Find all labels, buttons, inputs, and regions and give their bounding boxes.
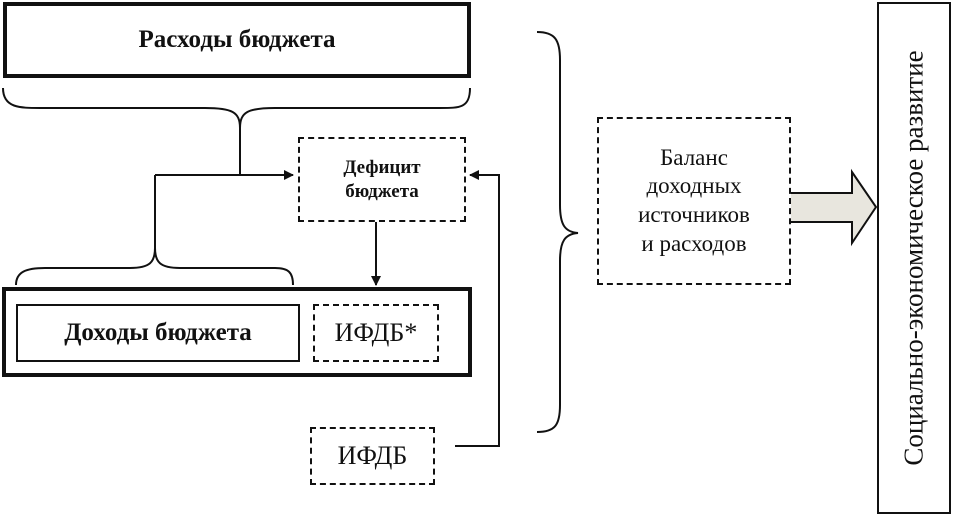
expenses-brace — [2, 87, 471, 129]
revenue-box: Доходы бюджета — [16, 304, 300, 362]
balance-line: и расходов — [641, 230, 747, 256]
deficit-box: Дефицит бюджета — [298, 137, 466, 222]
deficit-line1: Дефицит — [343, 156, 421, 178]
revenue-brace — [15, 247, 294, 286]
result-label: Социально-экономическое развитие — [898, 50, 929, 466]
expenses-box: Расходы бюджета — [3, 2, 471, 78]
balance-brace — [536, 31, 579, 433]
ifdb-box: ИФДБ — [310, 427, 435, 485]
result-box: Социально-экономическое развитие — [877, 2, 951, 514]
balance-line: источников — [638, 202, 750, 227]
ifdb-star-box: ИФДБ* — [313, 304, 439, 362]
expenses-label: Расходы бюджета — [138, 26, 336, 53]
fat-arrow-icon — [789, 168, 878, 247]
revenue-group-box: Доходы бюджета ИФДБ* — [2, 287, 472, 377]
ifdb-star-label: ИФДБ* — [334, 318, 418, 347]
arrow-ifdb-to-deficit — [455, 170, 500, 447]
ifdb-label: ИФДБ — [337, 441, 408, 470]
balance-line: Баланс — [660, 144, 728, 170]
balance-line: доходных — [646, 173, 742, 199]
balance-box: Баланс доходных источников и расходов — [597, 117, 791, 285]
deficit-line2: бюджета — [345, 180, 419, 202]
revenue-label: Доходы бюджета — [64, 319, 252, 346]
